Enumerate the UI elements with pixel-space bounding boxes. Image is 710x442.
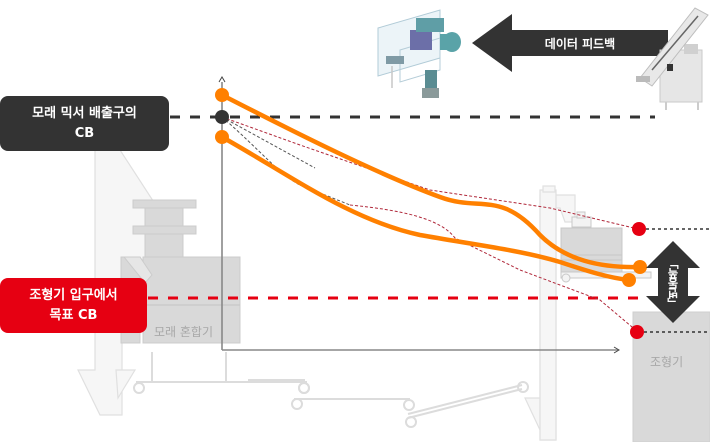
feedback-left-arrow-icon <box>472 14 668 72</box>
upper-start-point <box>215 88 229 102</box>
outlet-cb-label: 모래 믹서 배출구의 CB <box>0 96 169 151</box>
mixer-3d-model-icon <box>377 9 461 98</box>
target-cb-label-line2: 목표 CB <box>49 307 98 323</box>
molding-machine-label: 조형기 <box>650 355 684 369</box>
outlet-cb-point <box>215 110 229 124</box>
lower-limit-point <box>630 325 644 339</box>
target-cb-label: 조형기 입구에서 목표 CB <box>0 278 147 333</box>
x-axis-arrowhead <box>613 346 620 354</box>
outlet-cb-label-line1: 모래 믹서 배출구의 <box>32 105 137 121</box>
data-feedback-label: 데이터 피드백 <box>544 37 616 51</box>
upper-end-point <box>633 260 647 274</box>
sand-tester-machine-icon <box>636 7 709 110</box>
axes <box>218 76 620 354</box>
sand-mixer-label: 모래 혼합기 <box>154 325 214 339</box>
range-double-arrow-icon <box>646 241 700 323</box>
variation-range-label: 「변동폭」 <box>667 259 680 309</box>
conveyors <box>133 352 529 428</box>
upper-limit-point <box>632 222 646 236</box>
molding-machine <box>632 311 710 442</box>
upper-cb-curve <box>219 92 643 270</box>
lower-start-point <box>215 130 229 144</box>
target-cb-label-line1: 조형기 입구에서 <box>29 287 118 303</box>
y-axis-arrowhead <box>218 76 226 83</box>
sand-mixer <box>120 199 241 344</box>
outlet-cb-label-line2: CB <box>74 125 95 141</box>
measured-cb-curves <box>219 92 643 283</box>
lower-end-point <box>622 273 636 287</box>
lower-cb-curve <box>219 134 632 283</box>
